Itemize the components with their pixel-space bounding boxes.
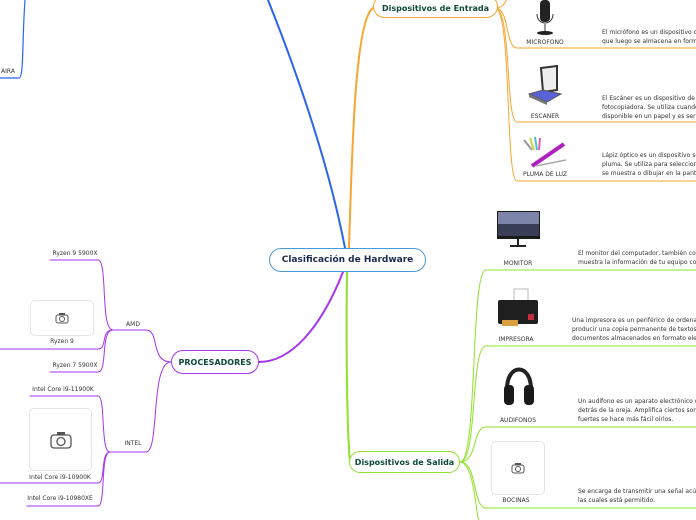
- salida-item-label[interactable]: IMPRESORA: [498, 336, 534, 343]
- processor-item[interactable]: Ryzen 9: [50, 338, 74, 345]
- salida-item-label[interactable]: AUDIFONOS: [499, 417, 537, 424]
- topic-dispositivos-salida[interactable]: Dispositivos de Salida: [349, 451, 460, 473]
- topic-dispositivos-entrada[interactable]: Dispositivos de Entrada: [373, 0, 498, 18]
- group-intel[interactable]: INTEL: [124, 440, 142, 447]
- monitor-image: [497, 211, 540, 247]
- entrada-item-desc: Lápiz óptico es un dispositivo señapluma…: [602, 152, 696, 177]
- processor-item[interactable]: Intel Core i9-11900K: [32, 386, 94, 393]
- headphones-image: [504, 367, 534, 405]
- scanner-image: [527, 64, 563, 105]
- entrada-item-label[interactable]: MICROFONO: [526, 39, 564, 46]
- entrada-item-desc: El micrófono es un dispositivo de eque l…: [602, 29, 696, 45]
- entrada-item-label[interactable]: PLUMA DE LUZ: [522, 171, 568, 178]
- group-amd[interactable]: AMD: [126, 321, 140, 328]
- salida-item-label[interactable]: BOCINAS: [502, 497, 530, 504]
- camera-placeholder-icon: [55, 313, 69, 324]
- printer-image: [498, 288, 538, 326]
- processor-item[interactable]: Intel Core i9-10980XE: [27, 495, 93, 502]
- topic-aira[interactable]: AIRA: [1, 68, 15, 75]
- camera-placeholder-icon: [49, 431, 72, 449]
- salida-item-label[interactable]: MONITOR: [503, 260, 533, 267]
- processor-item[interactable]: Intel Core i9-10900K: [29, 474, 91, 481]
- processor-item[interactable]: Ryzen 9 5900X: [52, 250, 98, 257]
- processor-item[interactable]: Ryzen 7 5900X: [52, 362, 98, 369]
- topic-procesadores[interactable]: PROCESADORES: [171, 350, 259, 374]
- microphone-image: [536, 0, 554, 35]
- image-placeholder[interactable]: [29, 408, 92, 471]
- salida-item-desc: Un audífono es un aparato electrónico qu…: [578, 398, 696, 423]
- light-pen-image: [523, 136, 567, 168]
- camera-placeholder-icon: [511, 463, 525, 474]
- image-placeholder[interactable]: [491, 441, 545, 495]
- salida-item-desc: Una impresora es un periférico de ordena…: [572, 317, 696, 342]
- central-topic[interactable]: Clasificación de Hardware: [269, 248, 426, 272]
- salida-item-desc: Se encarga de transmitir una señal acúst…: [578, 488, 696, 504]
- image-placeholder[interactable]: [30, 300, 94, 336]
- entrada-item-label[interactable]: ESCANER: [530, 113, 560, 120]
- salida-item-desc: El monitor del computador, también conoc…: [578, 250, 696, 266]
